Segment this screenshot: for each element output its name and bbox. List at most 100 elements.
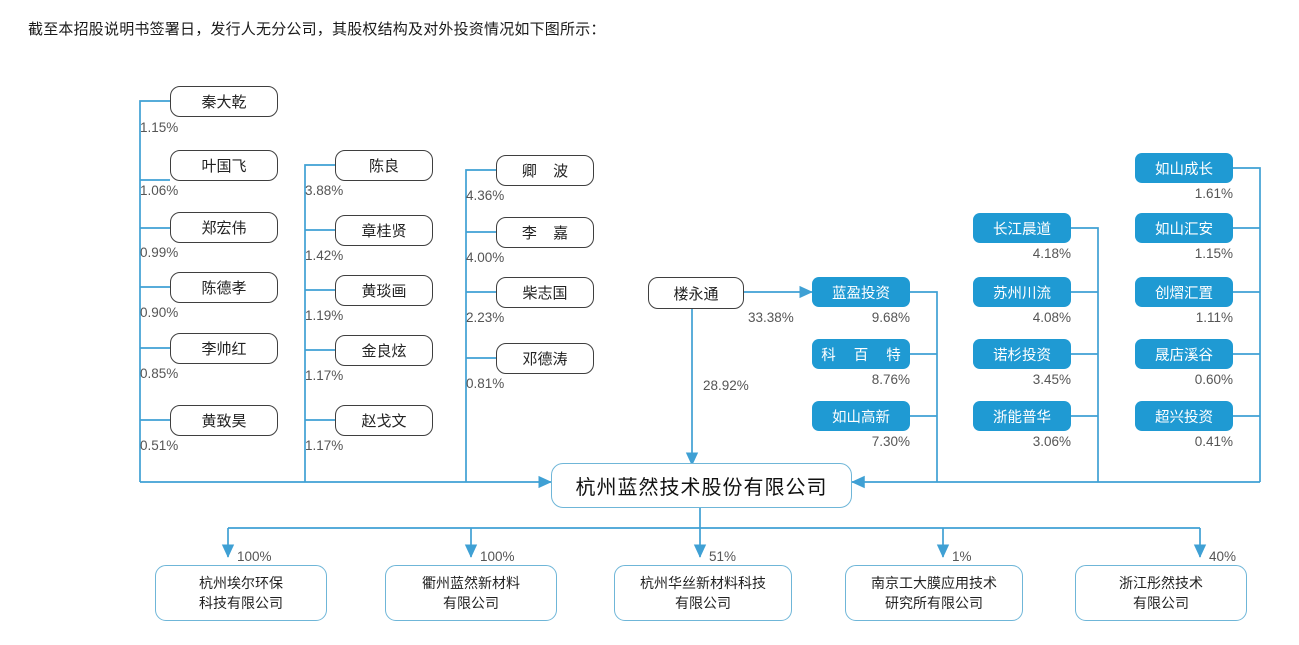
shareholder-box-li-jia[interactable]: 李 嘉 xyxy=(496,217,594,248)
institution-box-chuangyi-huizhi[interactable]: 创熠汇置 xyxy=(1135,277,1233,307)
shareholder-box-huang-yanhua[interactable]: 黄琰画 xyxy=(335,275,433,306)
subsidiary-name-line1: 杭州埃尔环保 xyxy=(199,574,283,591)
institution-pct: 1.11% xyxy=(1195,310,1233,325)
institution-name: 浙能普华 xyxy=(993,409,1051,426)
shareholder-pct: 0.99% xyxy=(140,245,179,260)
shareholder-box-huang-zhihao[interactable]: 黄致昊 xyxy=(170,405,278,436)
institution-name: 苏州川流 xyxy=(993,285,1051,302)
shareholder-name: 郑宏伟 xyxy=(201,220,247,237)
subsidiary-name-line1: 南京工大膜应用技术 xyxy=(871,574,997,591)
institution-name: 晟店溪谷 xyxy=(1155,347,1213,364)
institution-box-zheneng-puhua[interactable]: 浙能普华 xyxy=(973,401,1071,431)
subsidiary-name-line2: 有限公司 xyxy=(675,595,731,611)
subsidiary-name-line2: 科技有限公司 xyxy=(199,595,283,611)
institution-name: 创熠汇置 xyxy=(1155,285,1213,302)
institution-pct: 0.60% xyxy=(1194,372,1233,387)
subsidiary-name-line2: 有限公司 xyxy=(1133,595,1189,611)
shareholder-name: 秦大乾 xyxy=(201,94,247,111)
shareholder-name: 陈良 xyxy=(368,158,399,175)
institution-name: 诺杉投资 xyxy=(993,347,1051,364)
shareholder-box-qing-bo[interactable]: 卿 波 xyxy=(496,155,594,186)
main-company-name: 杭州蓝然技术股份有限公司 xyxy=(575,477,828,499)
institution-pct: 7.30% xyxy=(871,434,910,449)
shareholder-name: 楼永通 xyxy=(673,285,719,303)
institution-pct: 4.08% xyxy=(1032,310,1071,325)
shareholder-pct: 0.90% xyxy=(140,305,179,320)
shareholder-pct: 1.17% xyxy=(305,438,344,453)
lou-yongtong-pct-to-company: 28.92% xyxy=(703,378,749,393)
shareholder-box-chen-liang[interactable]: 陈良 xyxy=(335,150,433,181)
shareholder-pct: 1.42% xyxy=(305,248,344,263)
shareholder-box-zheng-hongwei[interactable]: 郑宏伟 xyxy=(170,212,278,243)
institution-box-chaoxing-touzi[interactable]: 超兴投资 xyxy=(1135,401,1233,431)
shareholder-pct: 0.51% xyxy=(140,438,179,453)
shareholder-box-qin-daqian[interactable]: 秦大乾 xyxy=(170,86,278,117)
shareholder-pct: 1.17% xyxy=(305,368,344,383)
shareholder-pct: 3.88% xyxy=(305,183,344,198)
institution-box-rushan-huian[interactable]: 如山汇安 xyxy=(1135,213,1233,243)
shareholder-pct: 0.85% xyxy=(140,366,179,381)
shareholder-name: 黄致昊 xyxy=(201,413,247,430)
subsidiary-box-zhejiang-tongran[interactable]: 浙江彤然技术 有限公司 xyxy=(1075,565,1247,621)
institution-name: 蓝盈投资 xyxy=(832,285,890,302)
subsidiary-pct: 51% xyxy=(709,549,737,564)
institution-box-rushan-gaoxin[interactable]: 如山高新 xyxy=(812,401,910,431)
subsidiary-pct: 1% xyxy=(952,549,972,564)
institution-box-shengdian-xigu[interactable]: 晟店溪谷 xyxy=(1135,339,1233,369)
shareholder-name: 叶国飞 xyxy=(201,158,247,175)
shareholder-name: 李 嘉 xyxy=(521,225,575,242)
shareholder-box-zhao-gewen[interactable]: 赵戈文 xyxy=(335,405,433,436)
institution-name: 如山成长 xyxy=(1155,161,1213,178)
institution-pct: 3.06% xyxy=(1032,434,1071,449)
subsidiary-box-nanjing-gongda-mo[interactable]: 南京工大膜应用技术 研究所有限公司 xyxy=(845,565,1023,621)
shareholder-box-chai-zhiguo[interactable]: 柴志国 xyxy=(496,277,594,308)
shareholder-box-li-shuaihong[interactable]: 李帅红 xyxy=(170,333,278,364)
subsidiary-pct: 100% xyxy=(237,549,272,564)
subsidiary-box-hangzhou-aier[interactable]: 杭州埃尔环保 科技有限公司 xyxy=(155,565,327,621)
shareholder-pct: 1.15% xyxy=(140,120,179,135)
institution-box-rushan-chengzhang[interactable]: 如山成长 xyxy=(1135,153,1233,183)
shareholder-pct: 4.36% xyxy=(466,188,505,203)
institution-box-lanying-touzi[interactable]: 蓝盈投资 xyxy=(812,277,910,307)
shareholder-name: 卿 波 xyxy=(521,163,575,180)
institution-box-nuoshan-touzi[interactable]: 诺杉投资 xyxy=(973,339,1071,369)
institution-box-changjiang-chendao[interactable]: 长江晨道 xyxy=(973,213,1071,243)
institution-name: 如山汇安 xyxy=(1155,221,1213,238)
shareholder-name: 邓德涛 xyxy=(522,351,568,368)
shareholder-pct: 1.06% xyxy=(140,183,179,198)
institution-name: 如山高新 xyxy=(832,409,890,426)
shareholder-pct: 4.00% xyxy=(466,250,505,265)
shareholder-box-lou-yongtong[interactable]: 楼永通 xyxy=(648,277,744,309)
shareholder-pct: 0.81% xyxy=(466,376,505,391)
institution-pct: 4.18% xyxy=(1032,246,1071,261)
subsidiary-name-line1: 杭州华丝新材料科技 xyxy=(640,574,766,591)
page-intro-text: 截至本招股说明书签署日，发行人无分公司，其股权结构及对外投资情况如下图所示： xyxy=(28,21,606,38)
shareholder-box-chen-dexiao[interactable]: 陈德孝 xyxy=(170,272,278,303)
shareholder-name: 柴志国 xyxy=(522,285,568,302)
institution-name: 长江晨道 xyxy=(993,221,1051,238)
subsidiary-box-hangzhou-huasi[interactable]: 杭州华丝新材料科技 有限公司 xyxy=(614,565,792,621)
institution-box-suzhou-chuanliu[interactable]: 苏州川流 xyxy=(973,277,1071,307)
institution-name: 超兴投资 xyxy=(1155,409,1213,426)
shareholder-name: 章桂贤 xyxy=(361,223,407,240)
shareholder-name: 黄琰画 xyxy=(361,283,407,300)
main-company-box[interactable]: 杭州蓝然技术股份有限公司 xyxy=(551,463,852,508)
shareholder-name: 金良炫 xyxy=(361,343,407,360)
institution-box-kebaite[interactable]: 科 百 特 xyxy=(812,339,910,369)
shareholder-box-ye-guofei[interactable]: 叶国飞 xyxy=(170,150,278,181)
subsidiary-box-quzhou-lanran[interactable]: 衢州蓝然新材料 有限公司 xyxy=(385,565,557,621)
institution-pct: 8.76% xyxy=(871,372,910,387)
subsidiary-name-line2: 研究所有限公司 xyxy=(885,595,983,611)
shareholder-pct: 2.23% xyxy=(466,310,505,325)
subsidiary-name-line1: 衢州蓝然新材料 xyxy=(422,574,520,591)
shareholder-box-deng-detao[interactable]: 邓德涛 xyxy=(496,343,594,374)
institution-pct: 0.41% xyxy=(1194,434,1233,449)
subsidiary-pct: 100% xyxy=(480,549,515,564)
shareholder-box-zhang-guixian[interactable]: 章桂贤 xyxy=(335,215,433,246)
institution-pct: 1.61% xyxy=(1194,186,1233,201)
shareholder-name: 陈德孝 xyxy=(201,280,247,297)
shareholder-name: 李帅红 xyxy=(201,341,247,358)
institution-pct: 3.45% xyxy=(1032,372,1071,387)
shareholder-box-jin-liangxuan[interactable]: 金良炫 xyxy=(335,335,433,366)
shareholder-name: 赵戈文 xyxy=(361,413,407,430)
